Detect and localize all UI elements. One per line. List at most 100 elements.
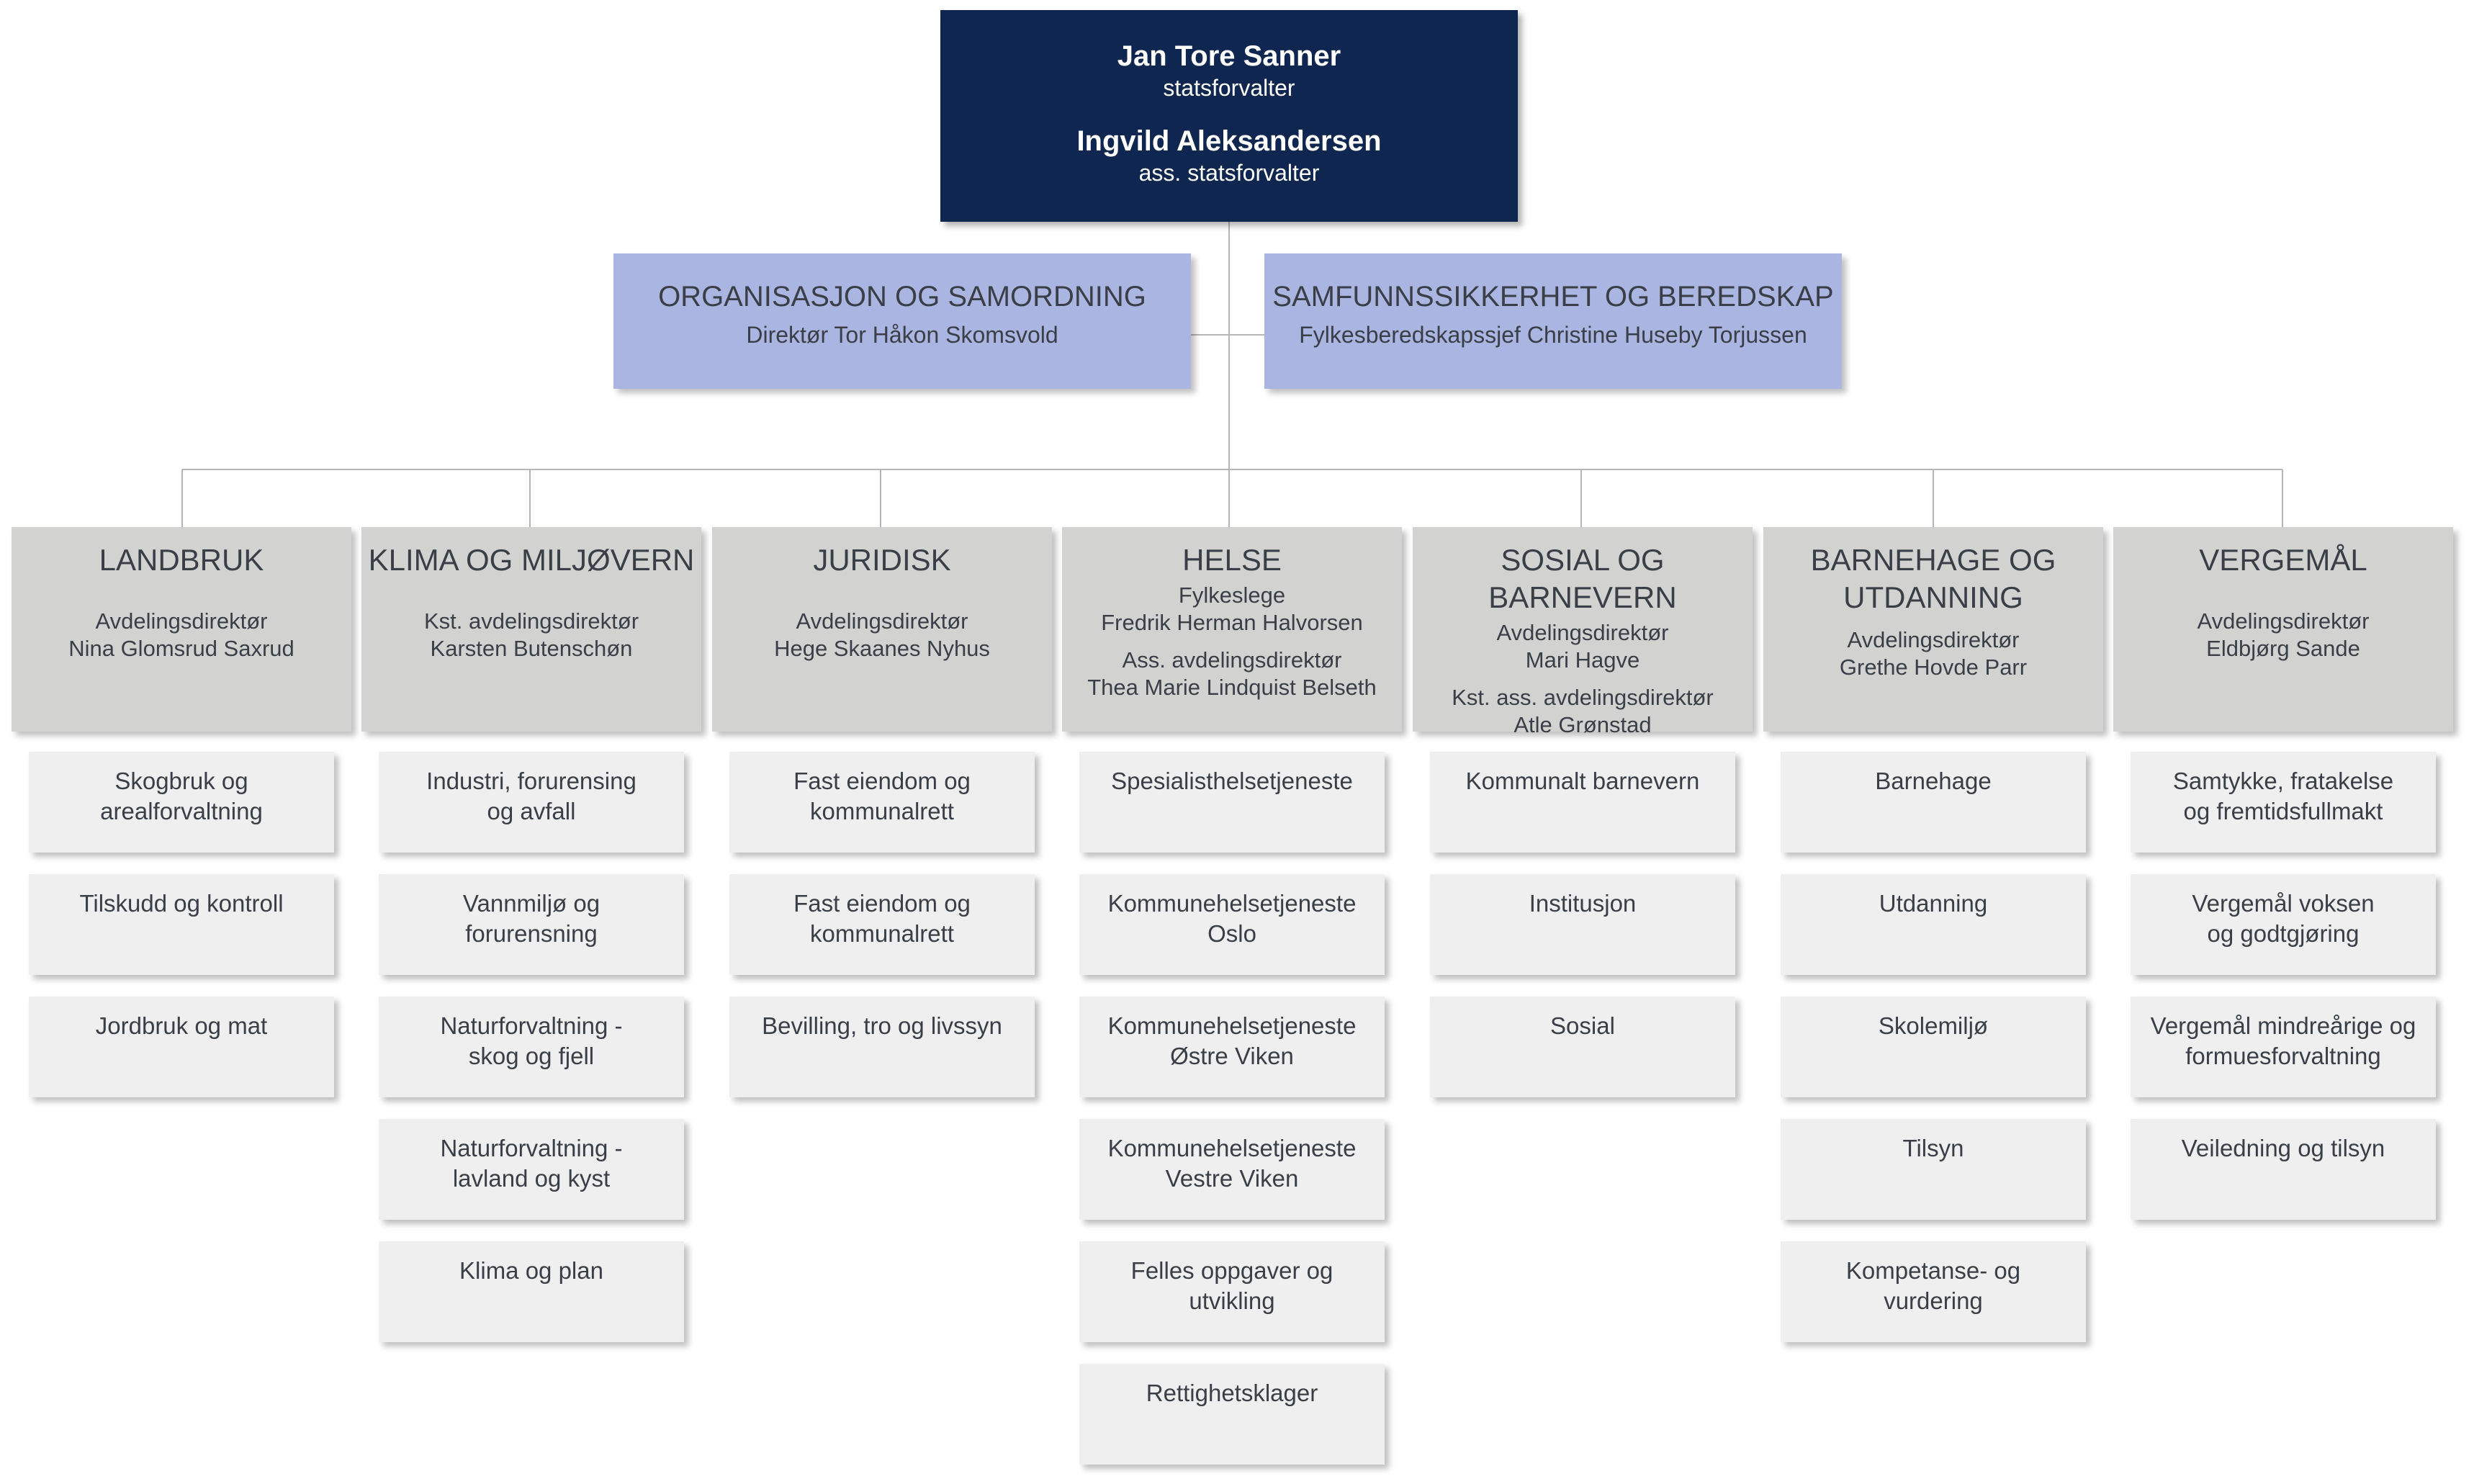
department-title: SOSIAL OG BARNEVERN — [1488, 543, 1677, 614]
section-label: Utdanning — [1879, 890, 1988, 917]
department-title: JURIDISK — [813, 543, 951, 577]
department-title: KLIMA OG MILJØVERN — [368, 543, 695, 577]
leader-name: Nina Glomsrud Saxrud — [68, 636, 294, 661]
leader-role: Kst. ass. avdelingsdirektør — [1452, 685, 1714, 710]
section-box: Fast eiendom og kommunalrett — [729, 874, 1035, 975]
section-label: Kommunehelsetjeneste Østre Viken — [1107, 1012, 1357, 1069]
leader-name: Karsten Butenschøn — [430, 636, 633, 661]
leader-role: Avdelingsdirektør — [95, 608, 268, 634]
section-label: Spesialisthelsetjeneste — [1111, 768, 1353, 794]
section-box: Rettighetsklager — [1079, 1364, 1385, 1465]
leadership-box: Jan Tore Sanner statsforvalter Ingvild A… — [940, 10, 1518, 222]
section-label: Samtykke, fratakelse og fremtidsfullmakt — [2172, 768, 2394, 824]
leader-role: Fylkeslege — [1178, 583, 1286, 608]
leader-name: Hege Skaanes Nyhus — [774, 636, 990, 661]
staff-unit-head: Direktør Tor Håkon Skomsvold — [746, 322, 1058, 348]
section-box: Industri, forurensing og avfall — [379, 752, 684, 853]
section-label: Kommunehelsetjeneste Vestre Viken — [1107, 1135, 1357, 1192]
section-box: Vannmiljø og forurensning — [379, 874, 684, 975]
section-label: Vergemål mindreårige og formuesforvaltni… — [2150, 1012, 2416, 1069]
section-box: Barnehage — [1781, 752, 2086, 853]
section-box: Skogbruk og arealforvaltning — [29, 752, 334, 853]
assistant-leader-name: Ingvild Aleksandersen — [1076, 125, 1382, 157]
leader-role: Avdelingsdirektør — [1847, 627, 2020, 652]
staff-unit-head: Fylkesberedskapssjef Christine Huseby To… — [1299, 322, 1807, 348]
leader-name: Mari Hagve — [1525, 647, 1640, 673]
staff-unit-organisasjon: ORGANISASJON OG SAMORDNING Direktør Tor … — [613, 253, 1191, 389]
section-label: Felles oppgaver og utvikling — [1130, 1257, 1333, 1314]
section-label: Bevilling, tro og livssyn — [762, 1012, 1002, 1039]
leader-name: Eldbjørg Sande — [2206, 636, 2360, 661]
leader-role: Avdelingsdirektør — [796, 608, 968, 634]
section-box: Vergemål voksen og godtgjøring — [2131, 874, 2436, 975]
section-label: Fast eiendom og kommunalrett — [793, 890, 971, 947]
section-label: Kommunehelsetjeneste Oslo — [1107, 890, 1357, 947]
section-box: Felles oppgaver og utvikling — [1079, 1241, 1385, 1342]
section-box: Bevilling, tro og livssyn — [729, 997, 1035, 1097]
department-title: BARNEHAGE OG UTDANNING — [1810, 543, 2056, 614]
section-box: Skolemiljø — [1781, 997, 2086, 1097]
section-label: Institusjon — [1529, 890, 1637, 917]
department-title: HELSE — [1182, 543, 1282, 577]
section-label: Vannmiljø og forurensning — [462, 890, 600, 947]
leader-role: Kst. avdelingsdirektør — [423, 608, 639, 634]
section-label: Skolemiljø — [1878, 1012, 1989, 1039]
staff-unit-title: SAMFUNNSSIKKERHET OG BEREDSKAP — [1272, 281, 1834, 312]
section-box: Institusjon — [1430, 874, 1735, 975]
section-label: Industri, forurensing og avfall — [426, 768, 637, 824]
leader-name: Fredrik Herman Halvorsen — [1101, 610, 1363, 635]
section-box: Veiledning og tilsyn — [2131, 1119, 2436, 1220]
leader-name: Grethe Hovde Parr — [1839, 655, 2028, 680]
section-box: Spesialisthelsetjeneste — [1079, 752, 1385, 853]
leader-role: Avdelingsdirektør — [2197, 608, 2370, 634]
section-box: Kommunehelsetjeneste Østre Viken — [1079, 997, 1385, 1097]
department-klima-og-miljovern: KLIMA OG MILJØVERN Kst. avdelingsdirektør… — [361, 527, 701, 732]
section-label: Rettighetsklager — [1146, 1380, 1318, 1406]
section-box: Vergemål mindreårige og formuesforvaltni… — [2131, 997, 2436, 1097]
section-box: Jordbruk og mat — [29, 997, 334, 1097]
section-box: Tilskudd og kontroll — [29, 874, 334, 975]
section-label: Vergemål voksen og godtgjøring — [2192, 890, 2375, 947]
leader-name: Thea Marie Lindquist Belseth — [1087, 675, 1377, 700]
section-box: Sosial — [1430, 997, 1735, 1097]
section-box: Fast eiendom og kommunalrett — [729, 752, 1035, 853]
section-box: Kompetanse- og vurdering — [1781, 1241, 2086, 1342]
section-box: Kommunehelsetjeneste Vestre Viken — [1079, 1119, 1385, 1220]
staff-unit-samfunnssikkerhet: SAMFUNNSSIKKERHET OG BEREDSKAP Fylkesber… — [1264, 253, 1842, 389]
section-box: Kommunalt barnevern — [1430, 752, 1735, 853]
section-box: Samtykke, fratakelse og fremtidsfullmakt — [2131, 752, 2436, 853]
leader-role: Ass. avdelingsdirektør — [1122, 647, 1342, 673]
section-box: Utdanning — [1781, 874, 2086, 975]
section-label: Kommunalt barnevern — [1465, 768, 1700, 794]
section-label: Naturforvaltning - skog og fjell — [440, 1012, 623, 1069]
section-label: Naturforvaltning - lavland og kyst — [440, 1135, 623, 1192]
section-label: Fast eiendom og kommunalrett — [793, 768, 971, 824]
section-label: Klima og plan — [459, 1257, 603, 1284]
section-box: Kommunehelsetjeneste Oslo — [1079, 874, 1385, 975]
leader-name: Atle Grønstad — [1513, 712, 1652, 737]
department-title: VERGEMÅL — [2199, 543, 2367, 577]
section-label: Skogbruk og arealforvaltning — [100, 768, 263, 824]
section-label: Kompetanse- og vurdering — [1845, 1257, 2021, 1314]
leader-role: statsforvalter — [1163, 75, 1295, 101]
section-label: Tilskudd og kontroll — [79, 890, 284, 917]
section-label: Tilsyn — [1902, 1135, 1964, 1161]
assistant-leader-role: ass. statsforvalter — [1138, 160, 1320, 186]
